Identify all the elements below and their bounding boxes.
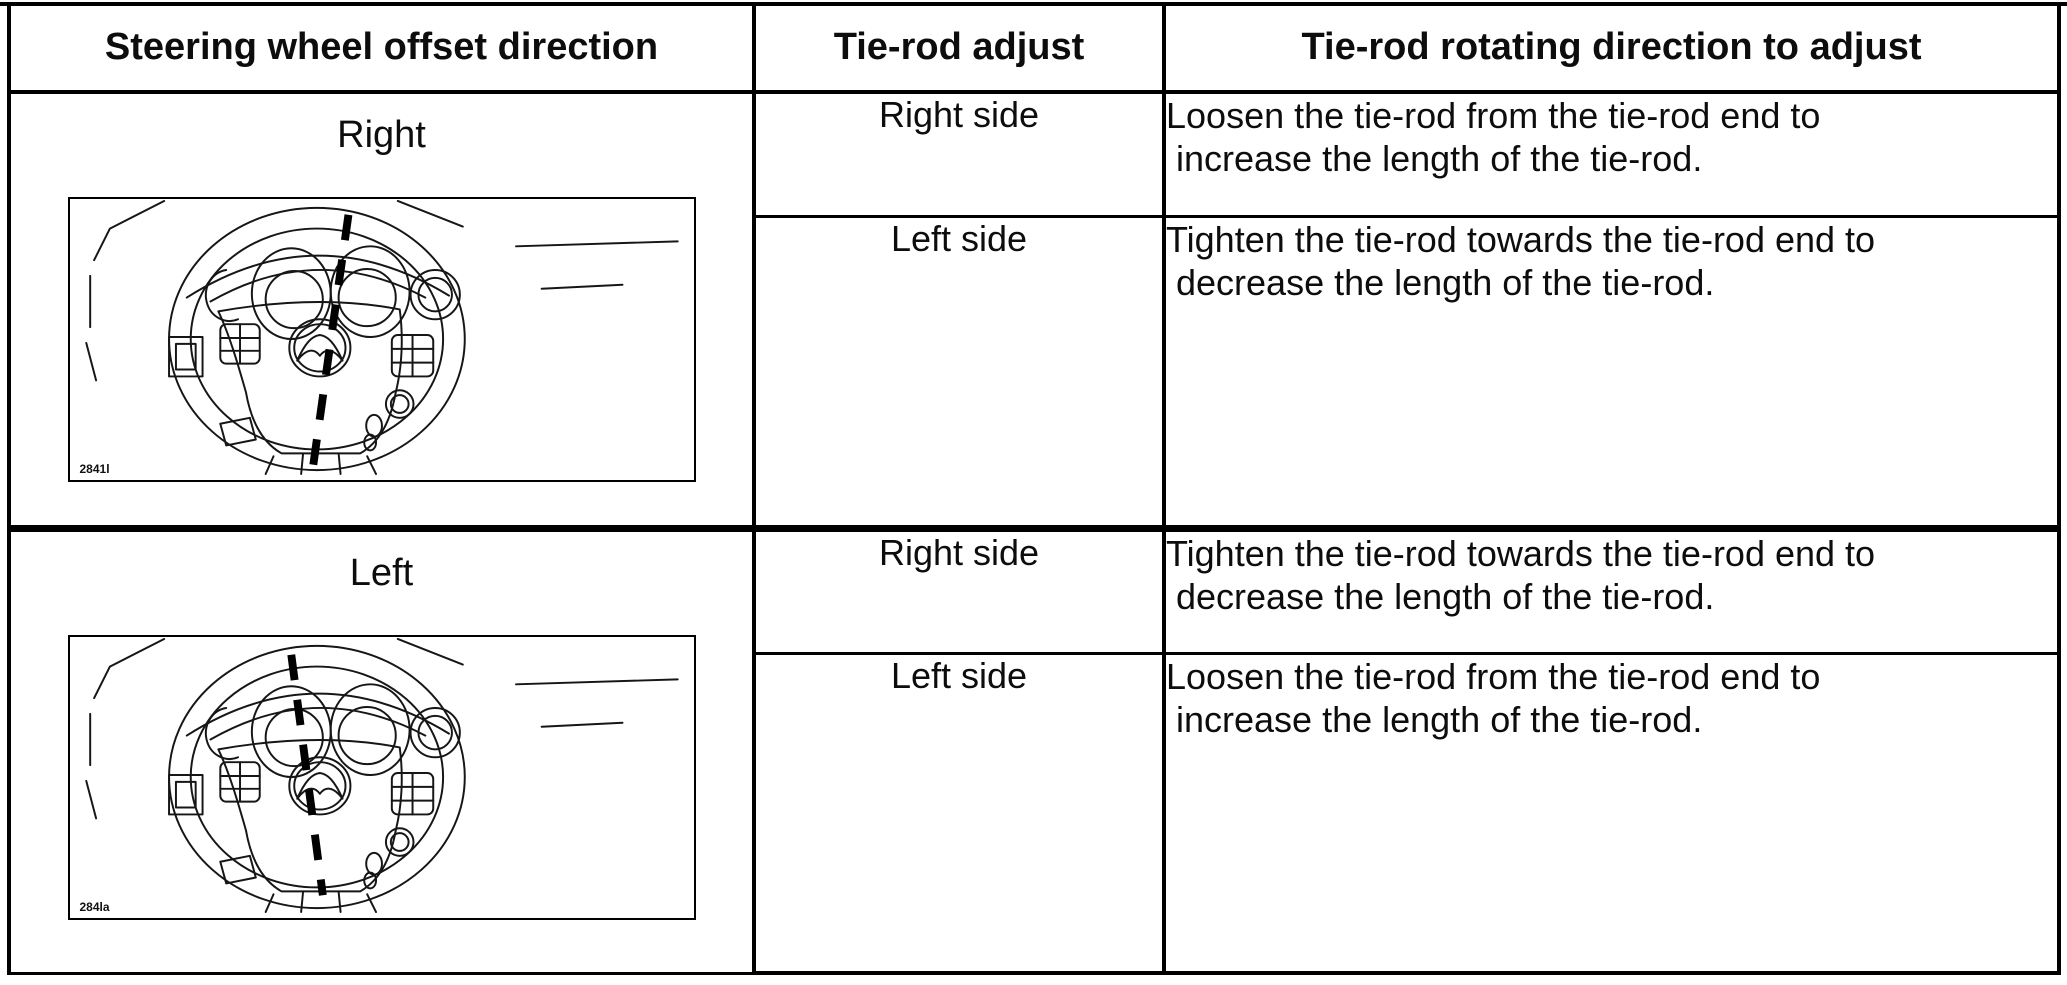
figure-code-label: 284la	[79, 899, 110, 914]
steering-wheel-diagram	[84, 637, 679, 913]
table-row: Right 2841l Right side Loosen the tie-ro…	[7, 90, 2061, 530]
instruction-line: Tighten the tie-rod towards the tie-rod …	[1166, 532, 1876, 574]
instruction-cell: Loosen the tie-rod from the tie-rod end …	[1162, 651, 2061, 975]
steering-wheel-figure-left: 284la	[67, 634, 696, 920]
instruction-line: increase the length of the tie-rod.	[1176, 698, 1703, 740]
header-row: Steering wheel offset direction Tie-rod …	[7, 2, 2061, 94]
instruction-cell: Tighten the tie-rod towards the tie-rod …	[1162, 214, 2061, 530]
instruction-line: increase the length of the tie-rod.	[1176, 138, 1703, 179]
offset-direction-label: Right	[337, 114, 426, 156]
instruction-line: Tighten the tie-rod towards the tie-rod …	[1166, 218, 1876, 260]
offset-right-cell: Right 2841l	[7, 90, 756, 530]
table-row: Left 284la Right side Tighten the tie-ro…	[7, 524, 2061, 975]
tie-rod-side-cell: Right side	[752, 524, 1166, 655]
instruction-line: decrease the length of the tie-rod.	[1176, 575, 1715, 617]
offset-left-cell: Left 284la	[7, 524, 756, 975]
figure-code-label: 2841l	[79, 462, 110, 476]
steering-wheel-figure-right: 2841l	[67, 197, 696, 482]
steering-wheel-diagram	[84, 199, 679, 476]
instruction-line: Loosen the tie-rod from the tie-rod end …	[1166, 95, 1821, 136]
table-row: Left side Tighten the tie-rod towards th…	[9, 214, 2061, 530]
tie-rod-side-label: Left side	[890, 654, 1028, 696]
tie-rod-adjust-table: Steering wheel offset direction Tie-rod …	[7, 2, 2061, 975]
instruction-cell: Loosen the tie-rod from the tie-rod end …	[1162, 90, 2061, 218]
tie-rod-side-label: Right side	[878, 531, 1040, 573]
tie-rod-side-cell: Left side	[752, 214, 1166, 530]
tie-rod-side-label: Left side	[890, 217, 1028, 259]
header-tie-rod-adjust: Tie-rod adjust	[752, 2, 1166, 94]
header-steering-wheel-offset-direction: Steering wheel offset direction	[7, 2, 756, 94]
tie-rod-side-label: Right side	[878, 94, 1040, 135]
tie-rod-side-cell: Left side	[752, 651, 1166, 975]
instruction-cell: Tighten the tie-rod towards the tie-rod …	[1162, 524, 2061, 655]
instruction-line: Loosen the tie-rod from the tie-rod end …	[1166, 655, 1821, 697]
offset-dash-line-left	[286, 653, 327, 896]
instruction-line: decrease the length of the tie-rod.	[1176, 261, 1715, 303]
header-tie-rod-rotating-direction: Tie-rod rotating direction to adjust	[1162, 2, 2061, 94]
table-row: Left side Loosen the tie-rod from the ti…	[9, 651, 2061, 975]
offset-direction-label: Left	[349, 551, 414, 594]
tie-rod-side-cell: Right side	[752, 90, 1166, 218]
